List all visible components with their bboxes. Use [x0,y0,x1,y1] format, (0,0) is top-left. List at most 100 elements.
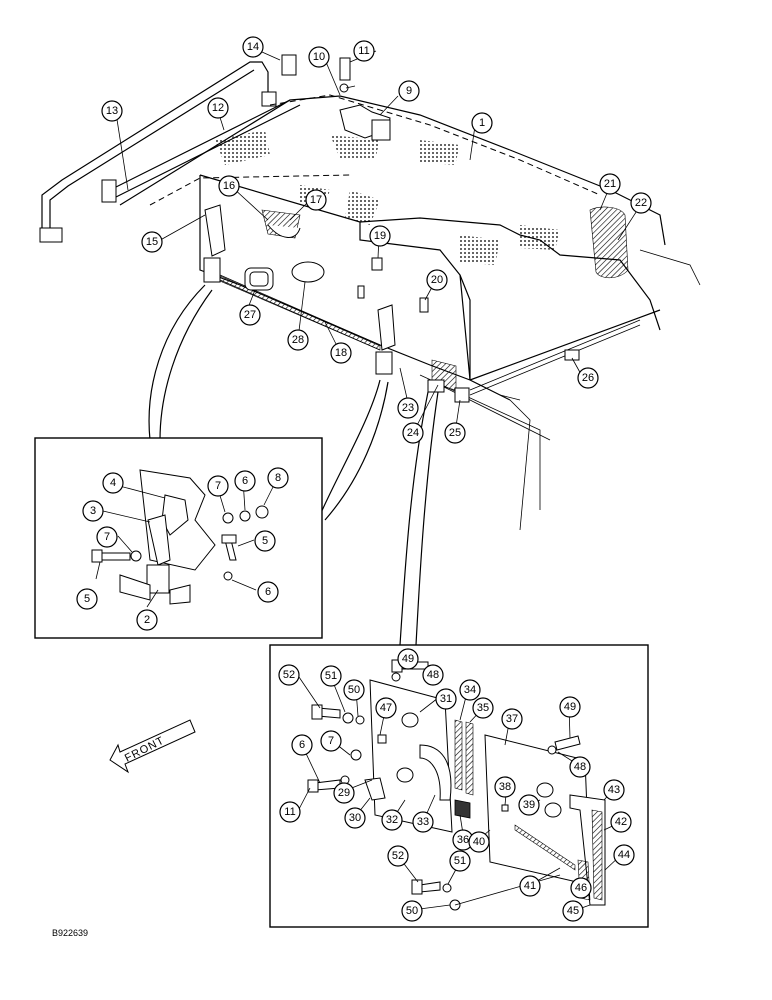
callout-circle [254,530,276,552]
callout-49: 49 [559,696,581,718]
callout-circle [344,807,366,829]
callout-number: 49 [402,653,414,665]
callout-number: 1 [479,117,485,129]
callout-number: 16 [223,180,235,192]
callout-circle [444,422,466,444]
callout-25: 25 [444,422,466,444]
callout-number: 6 [242,475,248,487]
callout-number: 30 [349,812,361,824]
callout-52: 52 [278,664,300,686]
callout-number: 11 [284,806,295,818]
callout-number: 13 [106,105,118,117]
callout-number: 28 [292,334,304,346]
callout-number: 44 [618,849,630,861]
callout-number: 39 [523,799,535,811]
callout-5: 5 [76,588,98,610]
callout-15: 15 [141,231,163,253]
callout-number: 21 [604,178,616,190]
callout-circle [102,472,124,494]
callout-circle [291,734,313,756]
callout-circle [402,422,424,444]
callout-number: 24 [407,427,419,439]
callout-number: 11 [358,45,369,57]
callout-50: 50 [401,900,423,922]
callout-30: 30 [344,807,366,829]
callout-number: 50 [348,684,360,696]
callout-24: 24 [402,422,424,444]
callout-circle [207,97,229,119]
callout-circle [381,809,403,831]
callout-circle [308,46,330,68]
callout-number: 50 [406,905,418,917]
callout-circle [397,397,419,419]
callout-28: 28 [287,329,309,351]
callout-circle [141,231,163,253]
callout-26: 26 [577,367,599,389]
callout-circle [82,500,104,522]
callout-number: 22 [635,197,647,209]
callout-27: 27 [239,304,261,326]
callout-13: 13 [101,100,123,122]
callout-number: 48 [574,761,586,773]
callout-6: 6 [234,470,256,492]
callout-50: 50 [343,679,365,701]
callout-number: 2 [144,614,150,626]
callout-circle [234,470,256,492]
callout-number: 8 [275,472,281,484]
callout-number: 14 [247,41,259,53]
callout-number: 5 [84,593,90,605]
callout-number: 3 [90,505,96,517]
callout-circle [387,845,409,867]
callout-circle [305,189,327,211]
callout-48: 48 [422,664,444,686]
callout-number: 7 [328,735,334,747]
callout-circle [333,782,355,804]
callout-circle [136,609,158,631]
callout-41: 41 [519,875,541,897]
callout-number: 37 [506,713,518,725]
callout-number: 41 [524,880,536,892]
callout-circle [375,697,397,719]
callout-circle [218,175,240,197]
callout-number: 5 [262,535,268,547]
callout-51: 51 [320,665,342,687]
callout-circle [570,877,592,899]
callout-circle [287,329,309,351]
callout-circle [398,80,420,102]
callout-number: 48 [427,669,439,681]
callout-8: 8 [267,467,289,489]
callout-19: 19 [369,225,391,247]
callout-number: 36 [457,834,469,846]
callout-40: 40 [468,831,490,853]
callout-35: 35 [472,697,494,719]
callout-52: 52 [387,845,409,867]
callout-number: 18 [335,347,347,359]
callout-number: 10 [313,51,325,63]
callout-circle [353,40,375,62]
callout-2: 2 [136,609,158,631]
callout-18: 18 [330,342,352,364]
callout-circle [494,776,516,798]
callout-circle [279,801,301,823]
callout-circle [242,36,264,58]
callout-44: 44 [613,844,635,866]
callout-circle [435,688,457,710]
callout-number: 46 [575,882,587,894]
callout-33: 33 [412,811,434,833]
callout-48: 48 [569,756,591,778]
callout-20: 20 [426,269,448,291]
callout-9: 9 [398,80,420,102]
callout-number: 49 [564,701,576,713]
callout-11: 11 [353,40,375,62]
callout-circle [320,730,342,752]
callout-7: 7 [320,730,342,752]
callout-number: 31 [440,693,452,705]
callout-3: 3 [82,500,104,522]
callout-6: 6 [257,581,279,603]
callout-38: 38 [494,776,516,798]
callout-47: 47 [375,697,397,719]
callout-number: 42 [615,816,627,828]
callout-number: 19 [374,230,386,242]
callout-circle [472,697,494,719]
